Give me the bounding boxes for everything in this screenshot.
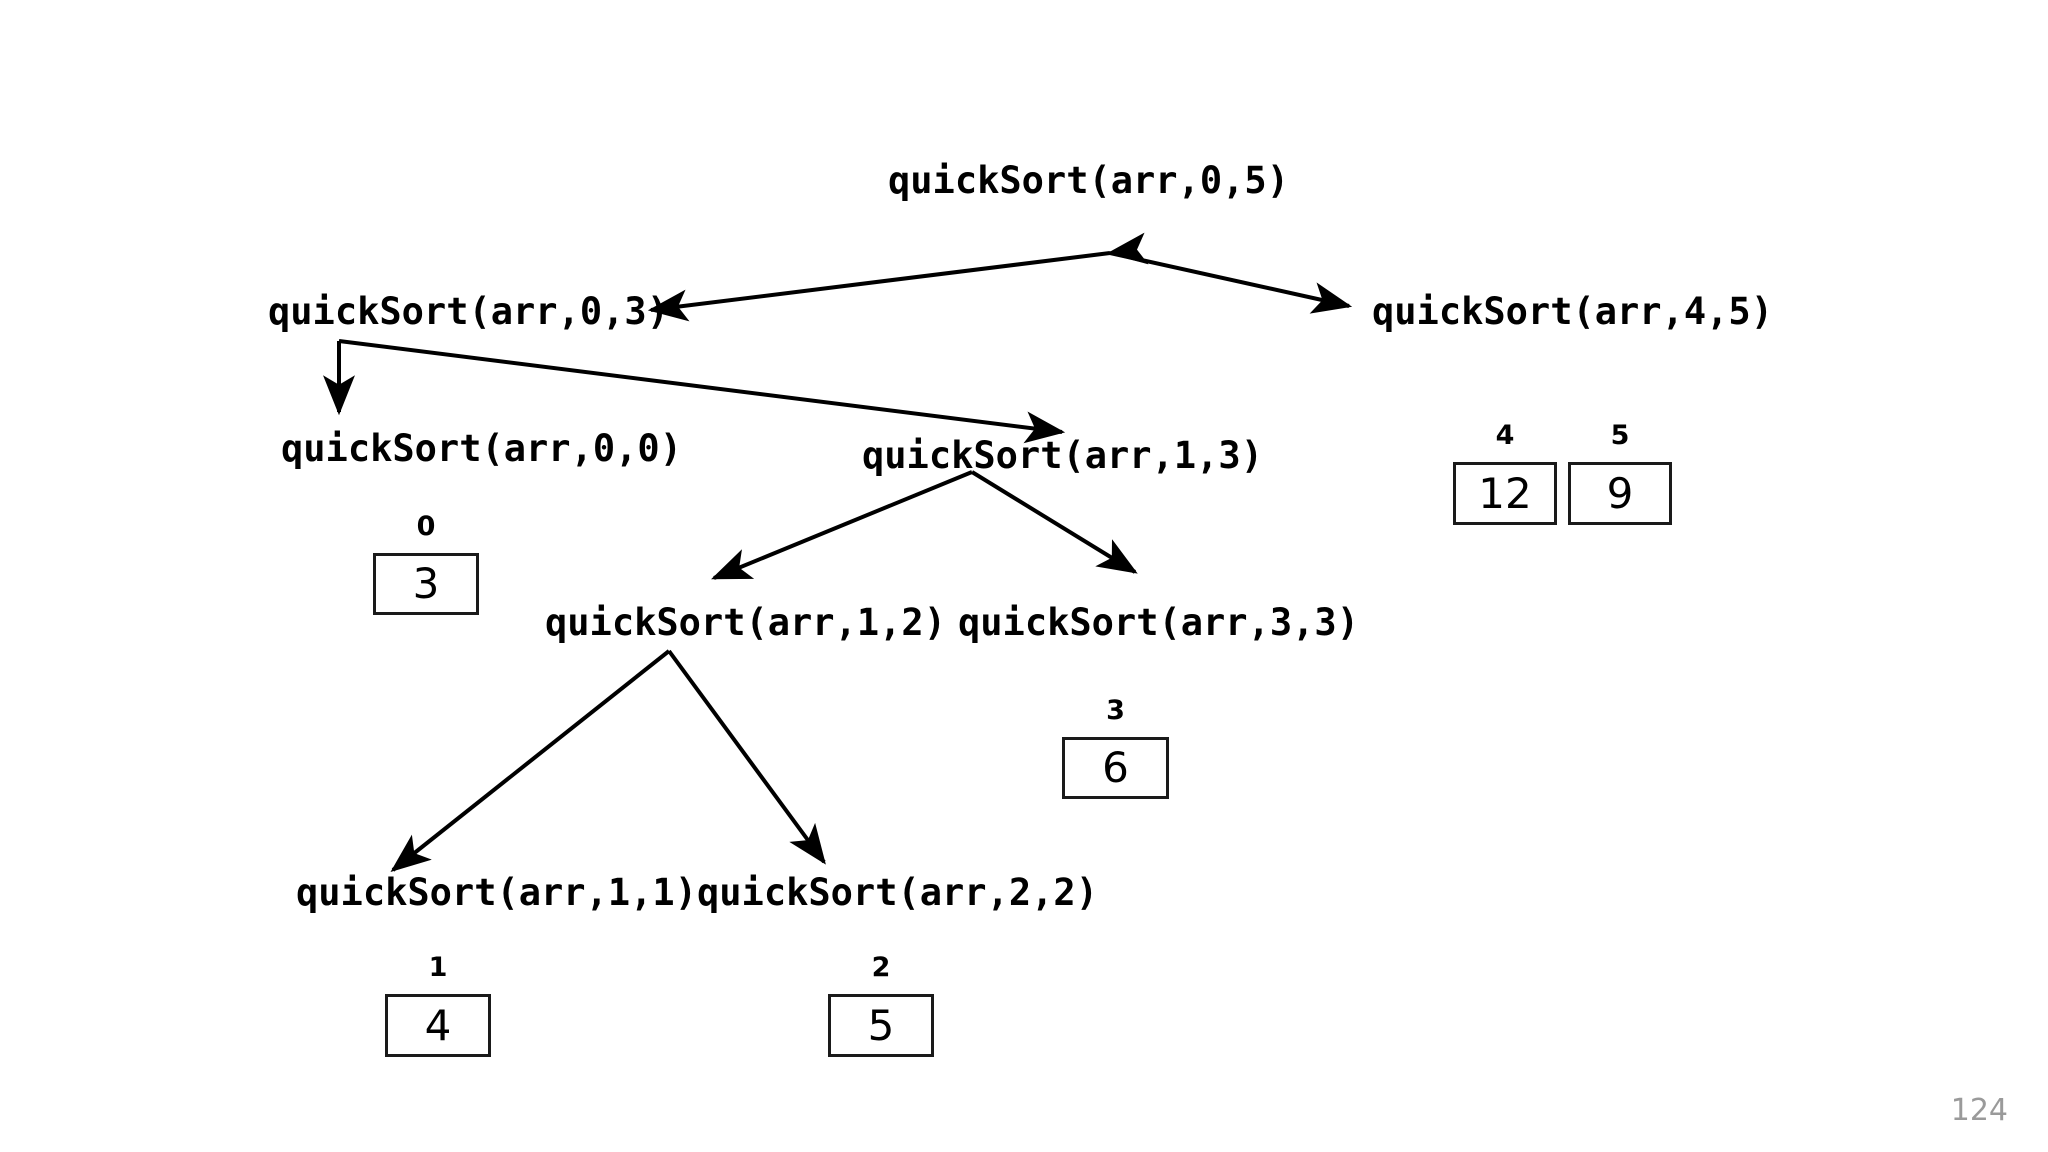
array-cell-value: 6 bbox=[1102, 743, 1129, 792]
array-cell-index-1: 1 bbox=[428, 952, 448, 983]
call-node-n00: quickSort(arr,0,0) bbox=[281, 427, 682, 470]
array-cell-0: 3 bbox=[373, 553, 479, 615]
array-cell-value: 5 bbox=[867, 1000, 895, 1050]
edge-n13-to-n12 bbox=[711, 470, 973, 580]
call-node-n45: quickSort(arr,4,5) bbox=[1372, 290, 1773, 333]
array-cell-index-5: 5 bbox=[1610, 420, 1630, 451]
array-cell-value: 3 bbox=[412, 559, 440, 608]
array-cell-index-0: 0 bbox=[416, 511, 436, 542]
array-cell-4: 12 bbox=[1453, 462, 1557, 525]
edge-n03-to-n13 bbox=[338, 339, 1066, 444]
array-cell-index-2: 2 bbox=[871, 952, 891, 983]
array-cell-index-4: 4 bbox=[1495, 420, 1515, 451]
call-node-n11: quickSort(arr,1,1) bbox=[296, 871, 697, 914]
call-node-n22: quickSort(arr,2,2) bbox=[697, 871, 1098, 914]
page-number: 124 bbox=[1950, 1093, 2008, 1128]
edge-n13-to-n33 bbox=[970, 470, 1138, 574]
edge-n05-to-n45 bbox=[1109, 251, 1353, 314]
edge-n12-to-n11 bbox=[390, 649, 671, 872]
array-cell-5: 9 bbox=[1568, 462, 1672, 525]
call-node-n13: quickSort(arr,1,3) bbox=[862, 434, 1263, 477]
array-cell-value: 4 bbox=[424, 1000, 452, 1050]
edge-n12-to-n22 bbox=[667, 649, 826, 865]
array-cell-3: 6 bbox=[1062, 737, 1169, 799]
call-node-n03: quickSort(arr,0,3) bbox=[268, 290, 669, 333]
array-cell-index-3: 3 bbox=[1106, 695, 1125, 726]
call-node-n12: quickSort(arr,1,2) bbox=[545, 601, 946, 644]
array-cell-value: 12 bbox=[1478, 468, 1532, 518]
array-cell-1: 4 bbox=[385, 994, 491, 1057]
call-node-n33: quickSort(arr,3,3) bbox=[958, 601, 1359, 644]
array-cell-2: 5 bbox=[828, 994, 934, 1057]
edge-n05-to-n03 bbox=[647, 232, 1149, 322]
call-node-n05: quickSort(arr,0,5) bbox=[888, 159, 1289, 202]
array-cell-value: 9 bbox=[1606, 468, 1634, 518]
